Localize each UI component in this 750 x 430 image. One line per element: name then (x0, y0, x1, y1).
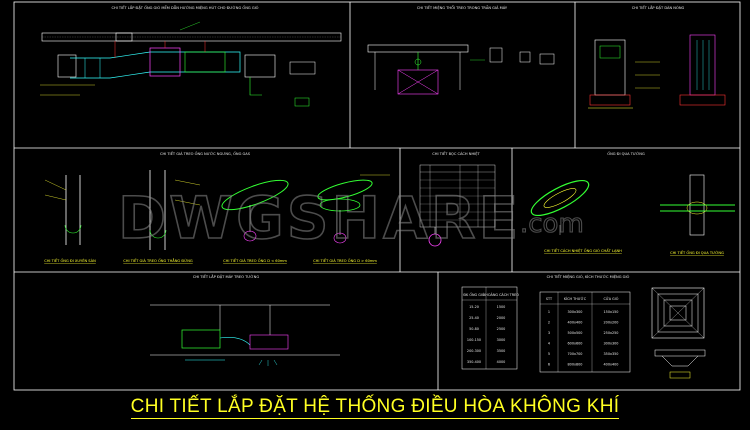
right-table-cell: 700x700 (568, 352, 583, 356)
caption-insulation: CHI TIẾT CÁCH NHIỆT ỐNG GIÓ CHẤT LẠNH (544, 247, 622, 253)
pipe-support-drawing (44, 170, 390, 250)
left-table-rows: 15-20 1500 25-40 2000 50-80 2500 100-150 3000 20… (467, 305, 505, 364)
right-table-cell: 5 (548, 352, 550, 356)
left-table-cell: 200-300 (467, 349, 481, 353)
left-table-cell: 3500 (497, 349, 506, 353)
panel-title-pipe-support: CHI TIẾT GIÁ TREO ỐNG NƯỚC NGƯNG, ỐNG GA… (160, 150, 251, 156)
right-table-cell: 200x200 (604, 321, 619, 325)
right-table-cell: 2 (548, 321, 550, 325)
right-table-cell: 6 (548, 363, 550, 367)
right-table-cell: 150x150 (604, 310, 619, 314)
indoor-unit-drawing (150, 304, 340, 366)
drawing-title: CHI TIẾT LẮP ĐẶT HỆ THỐNG ĐIỀU HÒA KHÔNG… (0, 396, 750, 419)
panel-title-diffuser: CHI TIẾT MIỆNG GIÓ, KÍCH THƯỚC MIỆNG GIÓ (547, 273, 630, 279)
square-diffuser-drawing (651, 287, 706, 379)
caption-bracket-wall: CHI TIẾT ỐNG ĐI XUYÊN SÀN (44, 257, 96, 263)
right-table-cell: 400x400 (604, 363, 619, 367)
panel-title-insulation: CHI TIẾT BỌC CÁCH NHIỆT (432, 150, 480, 156)
right-table-cell: 500x500 (568, 331, 583, 335)
outdoor-base-drawing (588, 34, 726, 109)
insulation-table (419, 164, 496, 247)
left-table-cell: 1500 (497, 305, 506, 309)
panel-title-indoor-unit: CHI TIẾT LẮP ĐẶT MÁY TREO TƯỜNG (193, 273, 259, 279)
duct-hanging-drawing (40, 21, 342, 107)
left-table-header-1: ĐK ỐNG GIÓ (463, 292, 484, 297)
right-table-cell: 3 (548, 331, 550, 335)
left-table-cell: 2000 (497, 316, 506, 320)
right-table-cell: 400x400 (568, 321, 583, 325)
right-table-cell: 600x600 (568, 342, 583, 346)
left-table-cell: 15-20 (469, 305, 479, 309)
diffuser-right-table (539, 291, 631, 373)
left-table-header-2: KHOẢNG CÁCH TREO (483, 292, 519, 297)
caption-wall-pass: CHI TIẾT ỐNG ĐI QUA TƯỜNG (670, 249, 724, 255)
watermark: DWGSHARE (118, 184, 521, 252)
right-table-cell: 250x250 (604, 331, 619, 335)
left-table-cell: 100-150 (467, 338, 481, 342)
left-table-cell: 50-80 (469, 327, 479, 331)
right-table-header-3: CỬA GIÓ (604, 296, 619, 301)
caption-hanger-2: CHI TIẾT GIÁ TREO ỐNG D > 60mm (313, 257, 377, 263)
right-table-header-1: STT (546, 297, 553, 301)
right-table-cell: 350x350 (604, 352, 619, 356)
left-table-cell: 350-400 (467, 360, 481, 364)
right-table-header-2: KÍCH THƯỚC (564, 296, 587, 301)
left-table-cell: 4000 (497, 360, 506, 364)
watermark-suffix: .com (520, 209, 584, 239)
panel-title-outdoor: CHI TIẾT LẮP ĐẶT DÀN NÓNG (632, 4, 685, 10)
drawing-frame (13, 1, 741, 391)
wall-pass-drawing (530, 174, 735, 236)
left-table-cell: 25-40 (469, 316, 479, 320)
right-table-cell: 4 (548, 342, 550, 346)
right-table-rows: 1 300x300 150x150 2 400x400 200x200 3 500x500 25… (548, 310, 619, 367)
diffuser-left-table (461, 286, 518, 370)
panel-title-cassette: CHI TIẾT MIỆNG THỔI TREO TRONG TRẦN GIẢ … (417, 4, 508, 10)
right-table-cell: 300x300 (568, 310, 583, 314)
drawing-title-text: CHI TIẾT LẮP ĐẶT HỆ THỐNG ĐIỀU HÒA KHÔNG… (130, 396, 620, 419)
caption-hanger-1: CHI TIẾT GIÁ TREO ỐNG D < 60mm (223, 257, 287, 263)
panel-title-duct: CHI TIẾT LẮP ĐẶT ỐNG GIÓ MỀM DẪN HƯỚNG M… (111, 4, 258, 10)
right-table-cell: 800x800 (568, 363, 583, 367)
right-table-cell: 1 (548, 310, 550, 314)
cassette-drawing (367, 44, 555, 95)
panel-title-wall-pass: ỐNG ĐI QUA TƯỜNG (607, 151, 645, 156)
left-table-cell: 2500 (497, 327, 506, 331)
left-table-cell: 3000 (497, 338, 506, 342)
right-table-cell: 300x300 (604, 342, 619, 346)
caption-bracket-vertical: CHI TIẾT GIÁ TREO ỐNG THẲNG ĐỨNG (123, 257, 193, 263)
